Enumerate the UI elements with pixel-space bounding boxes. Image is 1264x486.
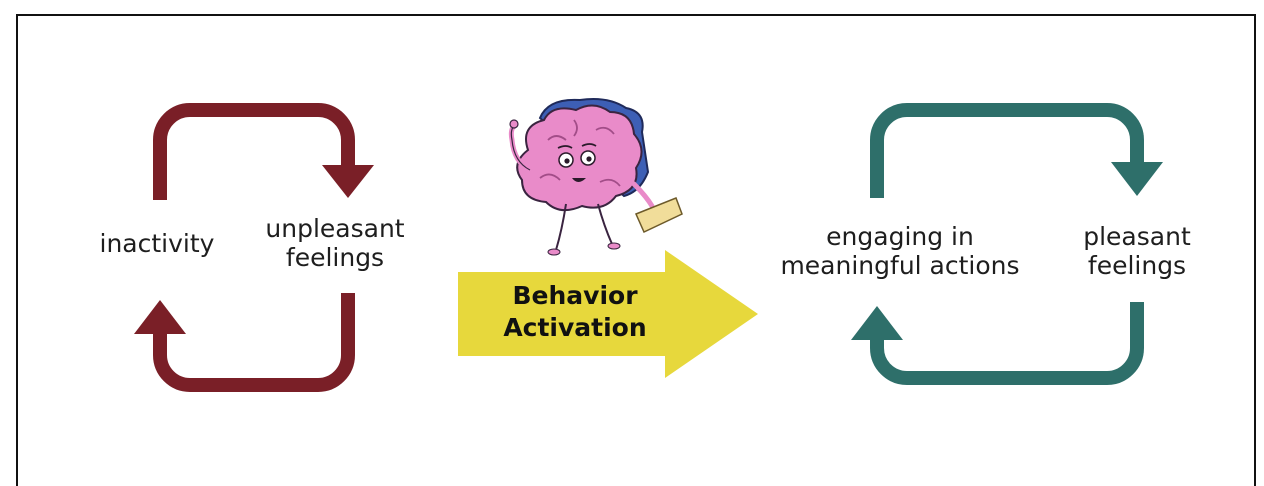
negative-cycle-bottom-arrow-shaft xyxy=(153,293,355,392)
label-pleasant-feelings: pleasant feelings xyxy=(1062,222,1212,280)
negative-cycle-top-arrow-shaft xyxy=(153,103,355,200)
positive-cycle-top-arrow-shaft xyxy=(870,103,1144,198)
label-inactivity: inactivity xyxy=(92,229,222,258)
positive-cycle-bottom-arrow-shaft xyxy=(870,302,1144,385)
label-pleasant-line2: feelings xyxy=(1087,251,1187,280)
label-unpleasant-line1: unpleasant xyxy=(265,214,405,243)
behavior-activation-label: Behavior Activation xyxy=(470,280,680,344)
positive-cycle-down-arrowhead xyxy=(1111,162,1163,196)
label-engaging-meaningful-actions: engaging in meaningful actions xyxy=(755,222,1045,280)
brain-mascot-icon xyxy=(508,98,683,256)
slide-frame xyxy=(16,14,1256,486)
positive-cycle-up-arrowhead xyxy=(851,306,903,340)
label-unpleasant-feelings: unpleasant feelings xyxy=(250,214,420,272)
negative-cycle xyxy=(134,103,374,392)
positive-cycle xyxy=(851,103,1163,385)
label-unpleasant-line2: feelings xyxy=(285,243,385,272)
label-pleasant-line1: pleasant xyxy=(1083,222,1191,251)
behavior-activation-line2: Activation xyxy=(503,313,647,342)
negative-cycle-down-arrowhead xyxy=(322,165,374,198)
behavior-activation-arrow xyxy=(458,250,758,378)
behavior-activation-line1: Behavior xyxy=(512,281,638,310)
label-engaging-line1: engaging in xyxy=(826,222,974,251)
label-engaging-line2: meaningful actions xyxy=(780,251,1020,280)
label-inactivity-text: inactivity xyxy=(99,229,215,258)
negative-cycle-up-arrowhead xyxy=(134,300,186,334)
